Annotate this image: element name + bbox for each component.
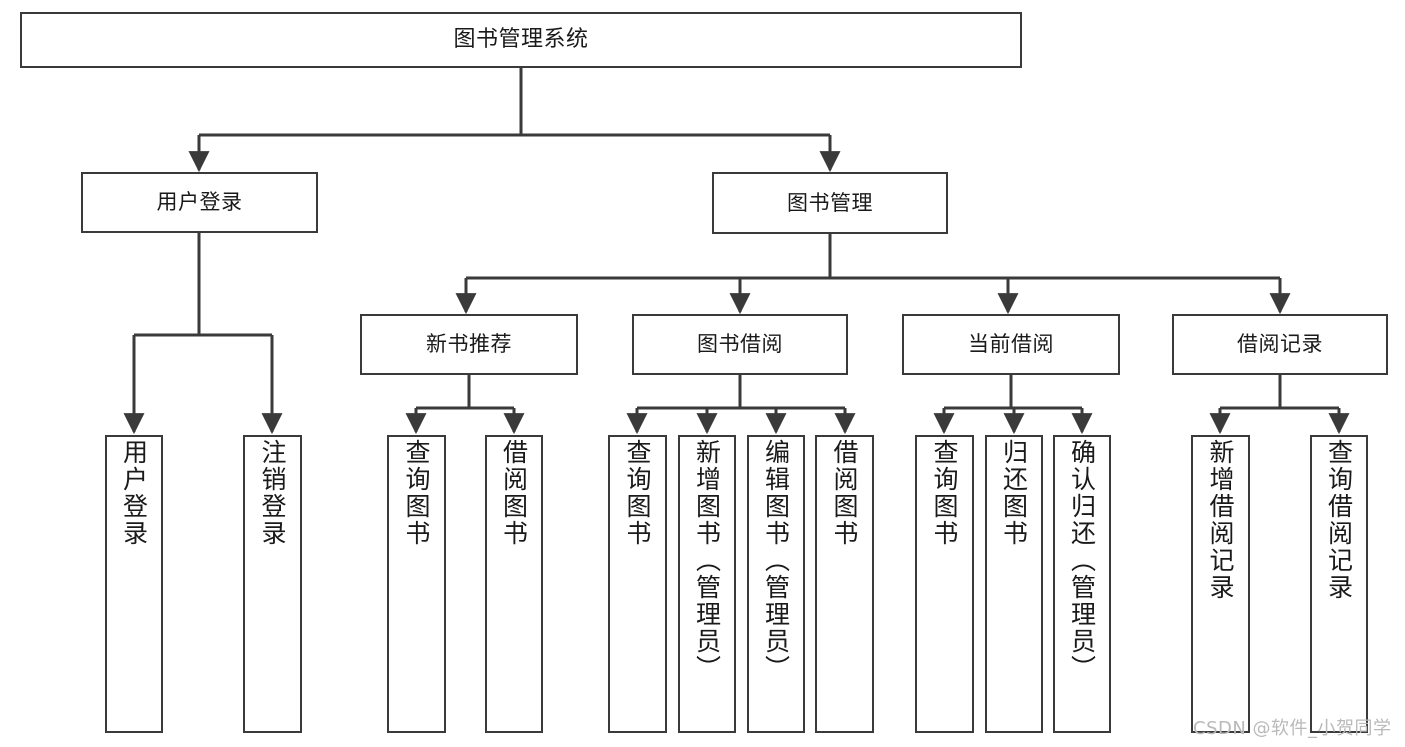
node-leaf-borrow-book-1[interactable]: 借阅图书 — [485, 435, 543, 733]
node-leaf-edit-book[interactable]: 编辑图书（管理员） — [747, 435, 805, 733]
node-leaf-query-book-3-label: 查询图书 — [930, 439, 959, 547]
node-leaf-confirm-return-label: 确认归还（管理员） — [1067, 439, 1097, 682]
node-leaf-query-book-1-label: 查询图书 — [402, 439, 431, 547]
node-new-book-recommend-label: 新书推荐 — [426, 332, 512, 357]
node-new-book-recommend[interactable]: 新书推荐 — [360, 314, 578, 375]
csdn-watermark: CSDN @软件_小贺同学 — [1193, 718, 1392, 739]
node-leaf-user-login-label: 用户登录 — [119, 439, 149, 547]
node-leaf-add-book[interactable]: 新增图书（管理员） — [678, 435, 736, 733]
node-leaf-query-book-2-label: 查询图书 — [623, 439, 652, 547]
node-borrow-record-label: 借阅记录 — [1237, 332, 1323, 357]
node-leaf-borrow-book-2-label: 借阅图书 — [830, 439, 859, 547]
node-leaf-edit-book-label: 编辑图书（管理员） — [761, 439, 791, 682]
node-root-label: 图书管理系统 — [453, 27, 589, 53]
node-leaf-query-record-label: 查询借阅记录 — [1324, 439, 1354, 601]
node-leaf-query-book-1[interactable]: 查询图书 — [387, 435, 446, 733]
node-leaf-user-logout-label: 注销登录 — [258, 439, 287, 547]
node-root[interactable]: 图书管理系统 — [20, 12, 1022, 68]
node-leaf-user-logout[interactable]: 注销登录 — [243, 435, 302, 733]
node-borrow-record[interactable]: 借阅记录 — [1172, 314, 1388, 375]
node-leaf-add-record-label: 新增借阅记录 — [1206, 439, 1235, 601]
node-leaf-borrow-book-1-label: 借阅图书 — [499, 439, 529, 547]
node-book-borrow[interactable]: 图书借阅 — [632, 314, 848, 375]
node-leaf-add-book-label: 新增图书（管理员） — [692, 439, 722, 682]
node-current-borrow[interactable]: 当前借阅 — [902, 314, 1120, 375]
node-leaf-return-book[interactable]: 归还图书 — [985, 435, 1043, 733]
node-book-borrow-label: 图书借阅 — [697, 332, 783, 357]
node-book-manage-label: 图书管理 — [787, 190, 873, 215]
node-leaf-add-record[interactable]: 新增借阅记录 — [1191, 435, 1250, 733]
node-leaf-return-book-label: 归还图书 — [999, 439, 1029, 547]
node-current-borrow-label: 当前借阅 — [968, 332, 1054, 357]
node-leaf-query-record[interactable]: 查询借阅记录 — [1310, 435, 1368, 733]
node-book-manage[interactable]: 图书管理 — [712, 172, 948, 234]
node-leaf-user-login[interactable]: 用户登录 — [105, 435, 163, 733]
node-leaf-query-book-3[interactable]: 查询图书 — [915, 435, 974, 733]
node-leaf-confirm-return[interactable]: 确认归还（管理员） — [1053, 435, 1111, 733]
node-user-login-label: 用户登录 — [156, 190, 243, 215]
node-leaf-query-book-2[interactable]: 查询图书 — [608, 435, 667, 733]
node-leaf-borrow-book-2[interactable]: 借阅图书 — [815, 435, 874, 733]
node-user-login[interactable]: 用户登录 — [81, 172, 318, 233]
